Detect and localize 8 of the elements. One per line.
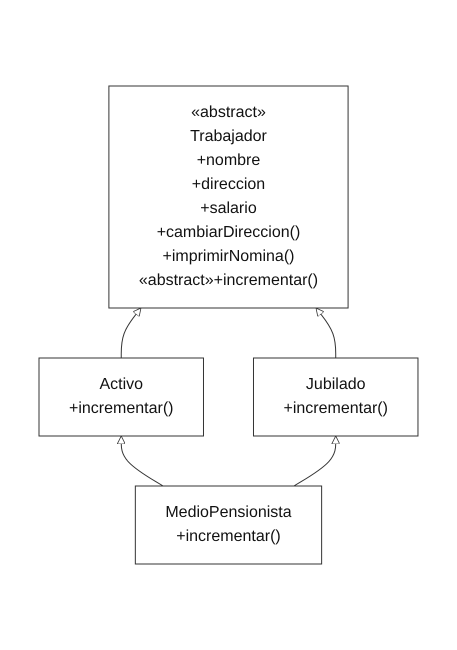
arrow [116, 436, 164, 486]
node-box: MedioPensionista +incrementar() [134, 486, 322, 564]
arrow [316, 308, 336, 358]
arrow [293, 436, 340, 486]
node-box: Jubilado +incrementar() [253, 358, 418, 436]
node-box: Activo +incrementar() [38, 358, 204, 436]
arrow [120, 308, 142, 358]
node-box: «abstract» Trabajador +nombre +direccion +salario +cambiarDireccion() +imprimirNomina() «abstract»+incrementar() [108, 86, 349, 308]
